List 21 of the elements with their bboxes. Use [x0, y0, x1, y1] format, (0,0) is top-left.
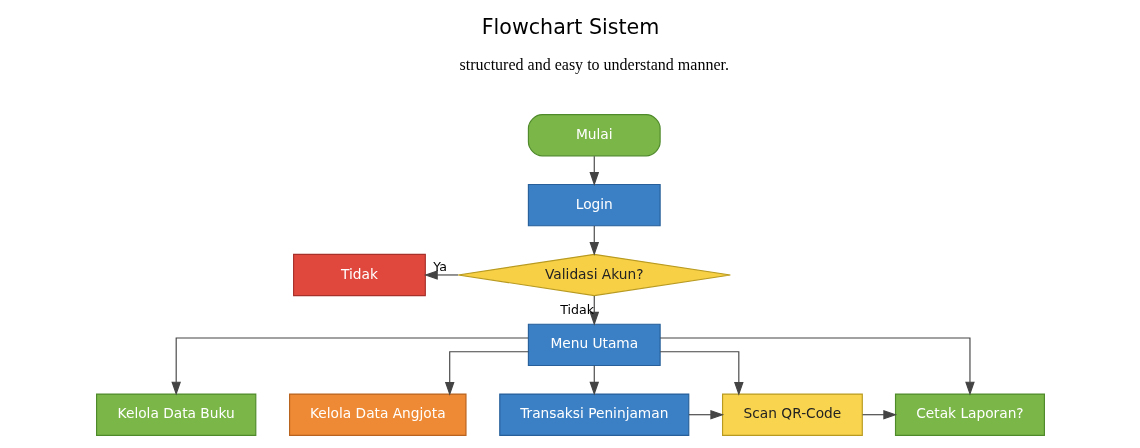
arrow [170, 337, 529, 396]
arrow [659, 337, 975, 396]
node-box: Menu Utama [527, 323, 661, 367]
node-box: Cetak Laporan? [894, 393, 1045, 436]
node-diamond: Validasi Akun? [457, 253, 731, 297]
arrow [659, 351, 744, 396]
label: structured and easy to understand manner. [459, 55, 729, 73]
node-box: Mulai [527, 114, 661, 157]
arrow [687, 409, 724, 420]
node-box: Kelola Data Buku [95, 393, 256, 436]
node-box: Scan QR-Code [721, 393, 863, 436]
node-box: Login [527, 183, 661, 227]
diagram-title: Flowchart Sistem [481, 14, 659, 39]
arrow [861, 409, 897, 420]
edge-label: Ya [432, 259, 447, 275]
arrow [423, 270, 459, 280]
node-box: Transaksi Peninjaman [498, 393, 689, 436]
edge-label: Tidak [559, 302, 594, 318]
node-box: Kelola Data Angjota [288, 393, 467, 436]
arrow [444, 351, 529, 396]
node-box: Tidak [292, 253, 426, 297]
